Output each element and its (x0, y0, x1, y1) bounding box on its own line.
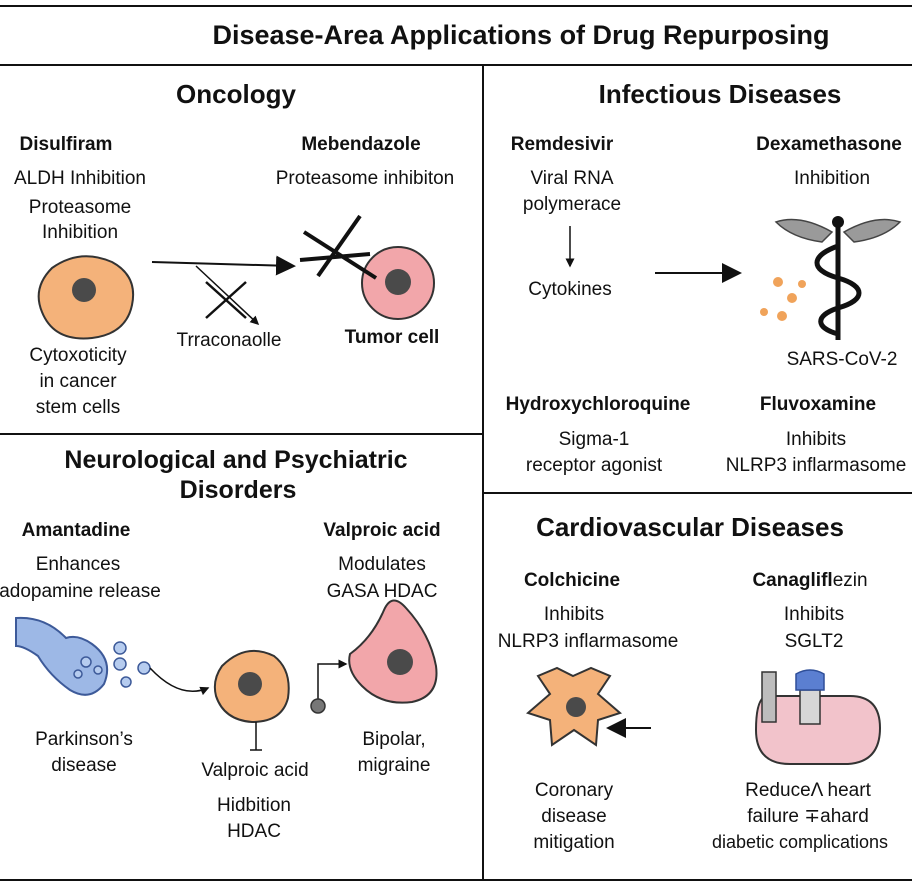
itraconazole-label: Trraconaolle (176, 330, 282, 351)
canagliflozin-name-main: Canaglifl (752, 570, 833, 591)
oncology-arrow (151, 255, 296, 276)
oncology-heading: Oncology (176, 79, 296, 109)
disulfiram-name: Disulfiram (19, 134, 113, 155)
caduceus-icon (774, 216, 902, 340)
bipolar-cell-nucleus-icon (387, 649, 413, 675)
heart-label-1: ReduceΛ heart (745, 780, 871, 801)
disulfiram-desc-1: ALDH Inhibition (13, 168, 147, 189)
sars-cov-2-label: SARS-CoV-2 (786, 349, 898, 370)
sglt2-transporter-icon (754, 669, 882, 765)
hidbition-label-2: HDAC (227, 821, 281, 842)
inhibition-x-icon (299, 214, 378, 280)
panel-borders (0, 5, 912, 881)
coronary-label-3: mitigation (533, 832, 615, 853)
canagliflozin-desc-1: Inhibits (783, 604, 845, 625)
oncology-outcome-1: Cytoxoticity (29, 345, 127, 366)
canagliflozin-name: Canagliflezin (752, 570, 867, 592)
amantadine-desc-2: adopamine release (0, 581, 161, 602)
cardio-heading: Cardiovascular Diseases (536, 512, 844, 542)
hydroxychloroquine-desc-2: receptor agonist (525, 455, 663, 476)
amantadine-name: Amantadine (21, 520, 131, 541)
remdesivir-name: Remdesivir (510, 134, 614, 155)
oncology-outcome-3: stem cells (35, 397, 121, 418)
cancer-stem-cell-nucleus-icon (72, 278, 96, 302)
infectious-heading: Infectious Diseases (598, 79, 842, 109)
coronary-label-1: Coronary (534, 780, 614, 801)
oncology-outcome-2: in cancer (39, 371, 117, 392)
hydroxychloroquine-desc-1: Sigma-1 (558, 429, 630, 450)
canagliflozin-desc-2: SGLT2 (784, 631, 844, 652)
fluvoxamine-name: Fluvoxamine (759, 394, 877, 415)
disulfiram-desc-3: Inhibition (41, 222, 119, 243)
bipolar-label-1: Bipolar, (362, 729, 426, 750)
mebendazole-name: Mebendazole (301, 134, 421, 155)
fluvoxamine-desc-1: Inhibits (785, 429, 847, 450)
remdesivir-desc-2: polymerace (522, 194, 622, 215)
bipolar-label-2: migraine (357, 755, 431, 776)
dopamine-arrow (149, 667, 210, 696)
inflammatory-cell-nucleus-icon (566, 697, 586, 717)
hydroxychloroquine-name: Hydroxychloroquine (505, 394, 691, 415)
heart-label-3: diabetic complications (711, 832, 889, 852)
heart-label-2: failure ∓ahard (747, 806, 869, 827)
neuron-terminal-icon (15, 616, 108, 696)
dopamine-vesicles-icon (73, 641, 151, 688)
tumor-cell-label: Tumor cell (344, 327, 440, 348)
valproic-molecule-icon (310, 698, 326, 714)
cytokines-label: Cytokines (528, 279, 612, 300)
colchicine-desc-2: NLRP3 inflarmasome (497, 631, 679, 652)
neuro-heading-2: Disorders (179, 476, 297, 504)
tumor-cell-nucleus-icon (385, 269, 411, 295)
virus-particles-icon (760, 277, 806, 321)
inhibition-bar-icon (250, 722, 262, 751)
page-title: Disease-Area Applications of Drug Repurp… (212, 20, 830, 50)
hidbition-label-1: Hidbition (217, 795, 291, 816)
valproic-acid-desc-1: Modulates (338, 554, 426, 575)
fluvoxamine-desc-2: NLRP3 inflarmasome (725, 455, 907, 476)
dexamethasone-name: Dexamethasone (756, 134, 902, 155)
valproic-arrow (317, 659, 348, 702)
neuro-heading-1: Neurological and Psychiatric (64, 446, 408, 474)
coronary-label-2: disease (541, 806, 607, 827)
mebendazole-desc: Proteasome inhibiton (275, 168, 455, 189)
amantadine-desc-1: Enhances (35, 554, 121, 575)
colchicine-desc-1: Inhibits (543, 604, 605, 625)
cross-mark-icon (205, 281, 247, 319)
colchicine-name: Colchicine (523, 570, 621, 591)
neuron-cell-nucleus-icon (238, 672, 262, 696)
canagliflozin-name-suffix: ezin (832, 570, 868, 591)
remdesivir-desc-1: Viral RNA (530, 168, 614, 189)
valproic-acid-desc-2: GASA HDAC (326, 581, 438, 602)
itraconazole-arrow (195, 265, 260, 326)
disulfiram-desc-2: Proteasome (28, 197, 132, 218)
parkinsons-label-2: disease (51, 755, 117, 776)
parkinsons-label-1: Parkinson’s (35, 729, 133, 750)
valproic-acid-label: Valproic acid (201, 760, 309, 781)
valproic-acid-name: Valproic acid (323, 520, 441, 541)
dexamethasone-desc: Inhibition (793, 168, 871, 189)
